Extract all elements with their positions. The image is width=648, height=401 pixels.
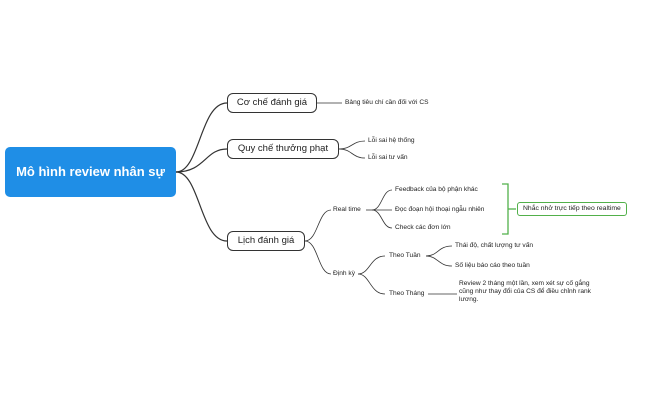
branch-lich[interactable]: Lịch đánh giá [227, 231, 305, 251]
node-review-2-thang[interactable]: Review 2 tháng một lần, xem xét sự cố gắ… [459, 280, 591, 303]
node-check-don-lon[interactable]: Check các đơn lớn [395, 224, 451, 231]
callout-nhac-nho[interactable]: Nhắc nhở trực tiếp theo realtime [517, 202, 627, 216]
node-dinh-ky[interactable]: Định kỳ [333, 270, 355, 277]
root-title: Mô hình review nhân sự [16, 164, 165, 179]
branch-lich-label: Lịch đánh giá [237, 235, 295, 246]
node-so-lieu[interactable]: Số liệu báo cáo theo tuần [455, 262, 530, 269]
callout-bracket [502, 183, 509, 235]
node-real-time[interactable]: Real time [333, 206, 361, 213]
node-theo-thang[interactable]: Theo Tháng [389, 290, 425, 297]
node-doc-doan-hoi-thoai[interactable]: Đọc đoạn hội thoại ngẫu nhiên [395, 206, 485, 213]
node-theo-tuan[interactable]: Theo Tuần [389, 252, 421, 259]
node-bang-tieu-chi[interactable]: Bảng tiêu chí cần đối với CS [345, 99, 429, 106]
node-loi-sai-he-thong[interactable]: Lỗi sai hệ thống [368, 137, 415, 144]
link-root-lich [175, 171, 228, 242]
root-node[interactable]: Mô hình review nhân sự [5, 147, 176, 197]
node-thai-do[interactable]: Thái độ, chất lượng tư vấn [455, 242, 534, 249]
branch-quy-che[interactable]: Quy chế thưởng phạt [227, 139, 339, 159]
node-loi-sai-tu-van[interactable]: Lỗi sai tư vấn [368, 154, 408, 161]
branch-quy-che-label: Quy chế thưởng phạt [237, 143, 329, 154]
link-root-co-che [175, 102, 228, 173]
branch-co-che[interactable]: Cơ chế đánh giá [227, 93, 317, 113]
branch-co-che-label: Cơ chế đánh giá [236, 97, 308, 108]
link-root-quy-che [175, 148, 228, 173]
node-feedback[interactable]: Feedback của bộ phận khác [395, 186, 478, 193]
